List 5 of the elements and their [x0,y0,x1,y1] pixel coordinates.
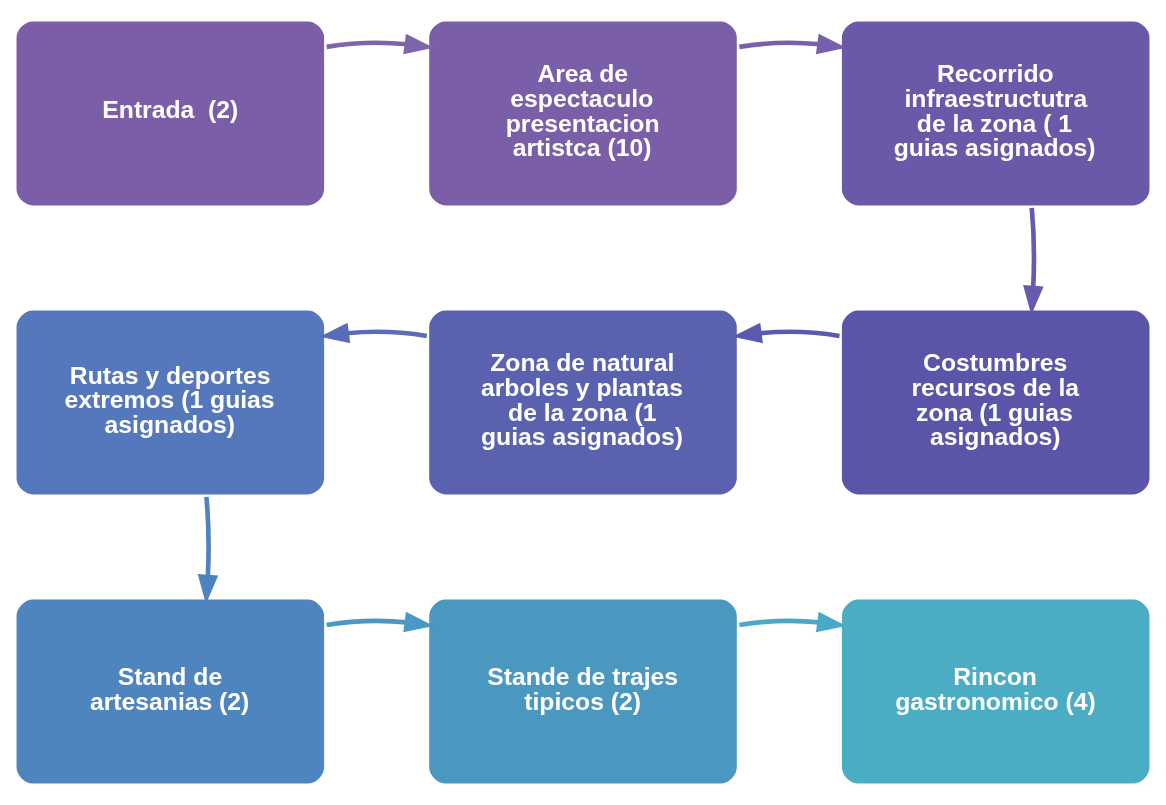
arrow [739,33,847,55]
arrow [1023,207,1044,316]
arrow [326,33,434,55]
arrow [732,322,840,344]
arrow [319,322,428,344]
